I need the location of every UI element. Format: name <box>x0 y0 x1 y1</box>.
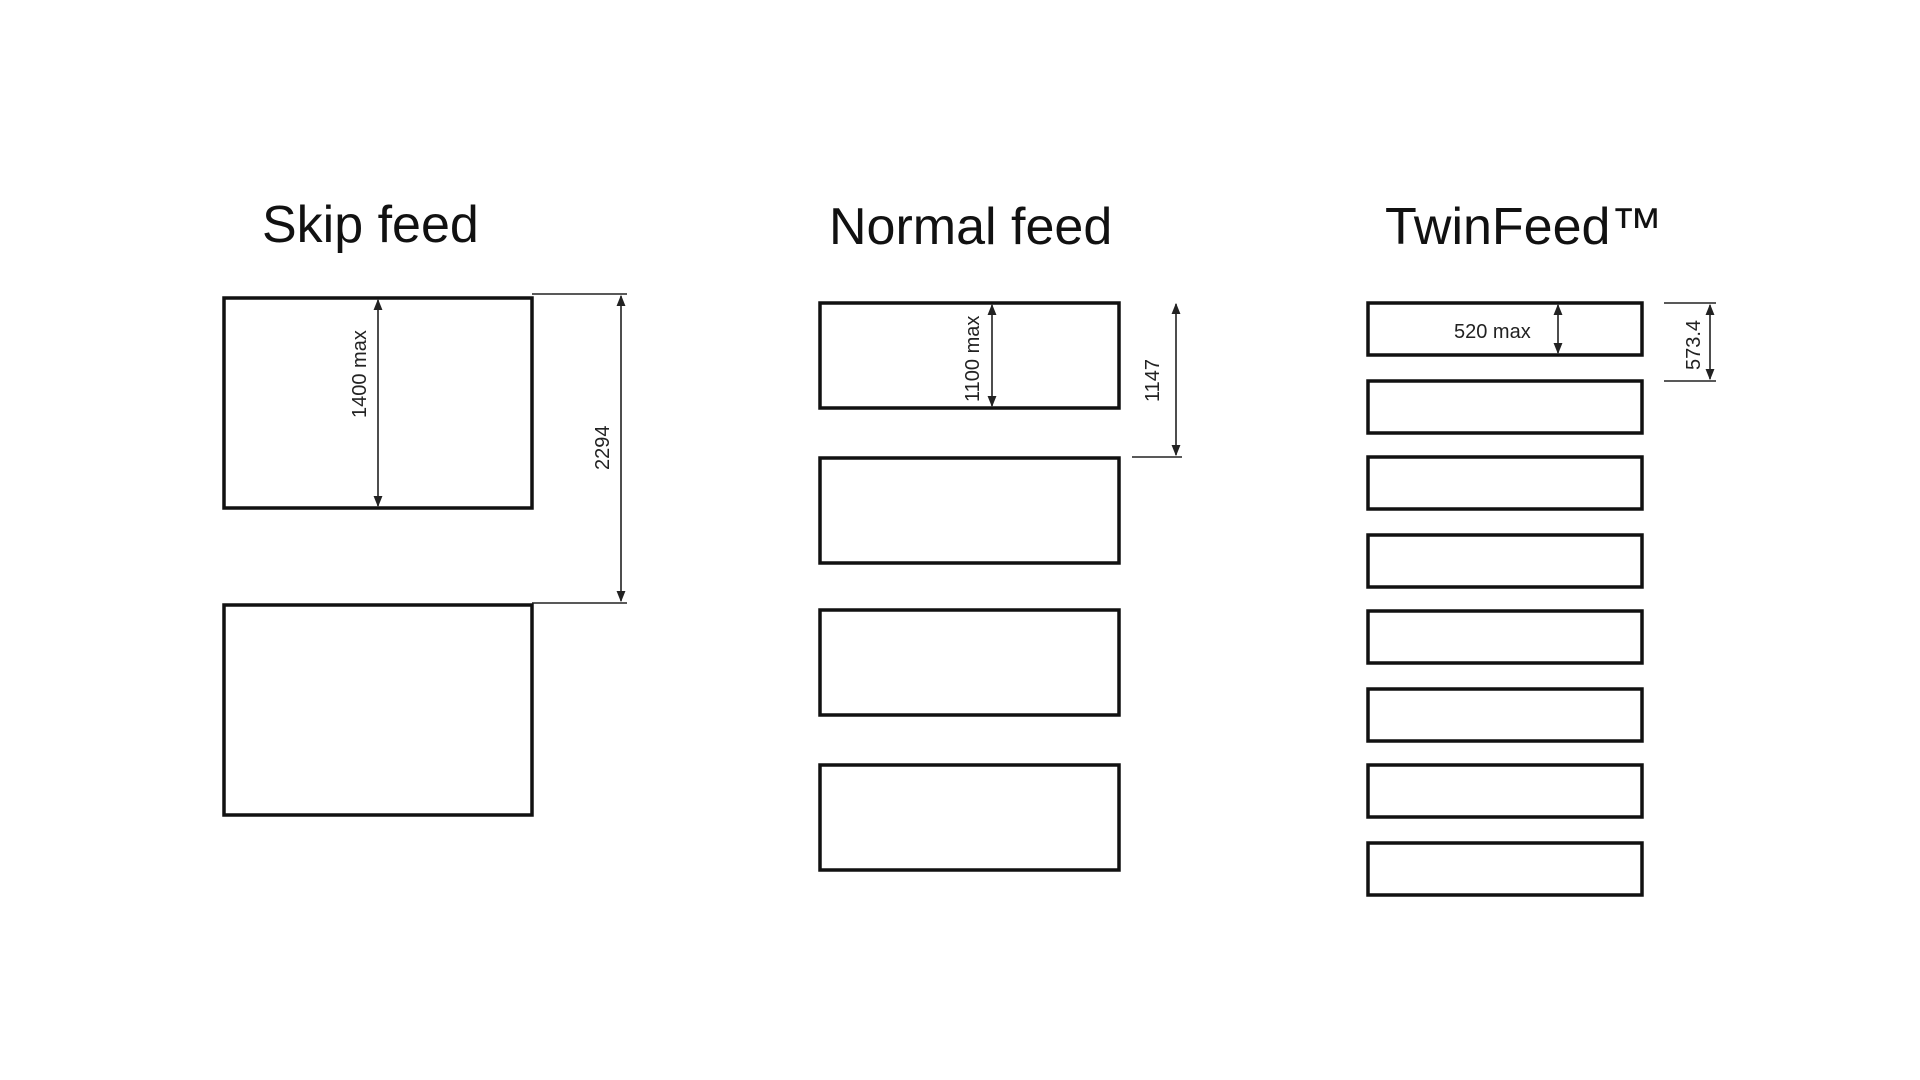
skip-feed-sheet-2 <box>222 603 534 817</box>
skip-feed-title: Skip feed <box>262 196 479 254</box>
skip-feed-group: Skip feed 1400 max 2294 <box>222 196 627 817</box>
twinfeed-sheet-1 <box>1366 301 1644 357</box>
twinfeed-sheet-7 <box>1366 763 1644 819</box>
normal-feed-title: Normal feed <box>829 198 1112 256</box>
normal-feed-pitch-dimension-label: 1147 <box>1142 359 1164 402</box>
normal-feed-sheet-1 <box>818 301 1121 410</box>
twinfeed-sheet-2 <box>1366 379 1644 435</box>
twinfeed-title: TwinFeed™ <box>1385 198 1662 256</box>
normal-feed-sheet-4 <box>818 763 1121 872</box>
twinfeed-sheet-5 <box>1366 609 1644 665</box>
skip-feed-pitch-dimension-label: 2294 <box>592 426 614 471</box>
normal-feed-sheet-3 <box>818 608 1121 717</box>
skip-feed-inner-dimension-label: 1400 max <box>349 330 371 418</box>
twinfeed-sheet-4 <box>1366 533 1644 589</box>
twinfeed-group: TwinFeed™ 520 max 573.4 <box>1366 198 1716 897</box>
twinfeed-inner-dimension-label: 520 max <box>1454 321 1531 343</box>
twinfeed-sheet-8 <box>1366 841 1644 897</box>
twinfeed-pitch-dimension-label: 573.4 <box>1683 320 1705 370</box>
normal-feed-inner-dimension-label: 1100 max <box>962 316 984 402</box>
normal-feed-sheet-2 <box>818 456 1121 565</box>
normal-feed-group: Normal feed 1100 max 1147 <box>818 198 1182 872</box>
twinfeed-sheet-6 <box>1366 687 1644 743</box>
twinfeed-sheet-3 <box>1366 455 1644 511</box>
